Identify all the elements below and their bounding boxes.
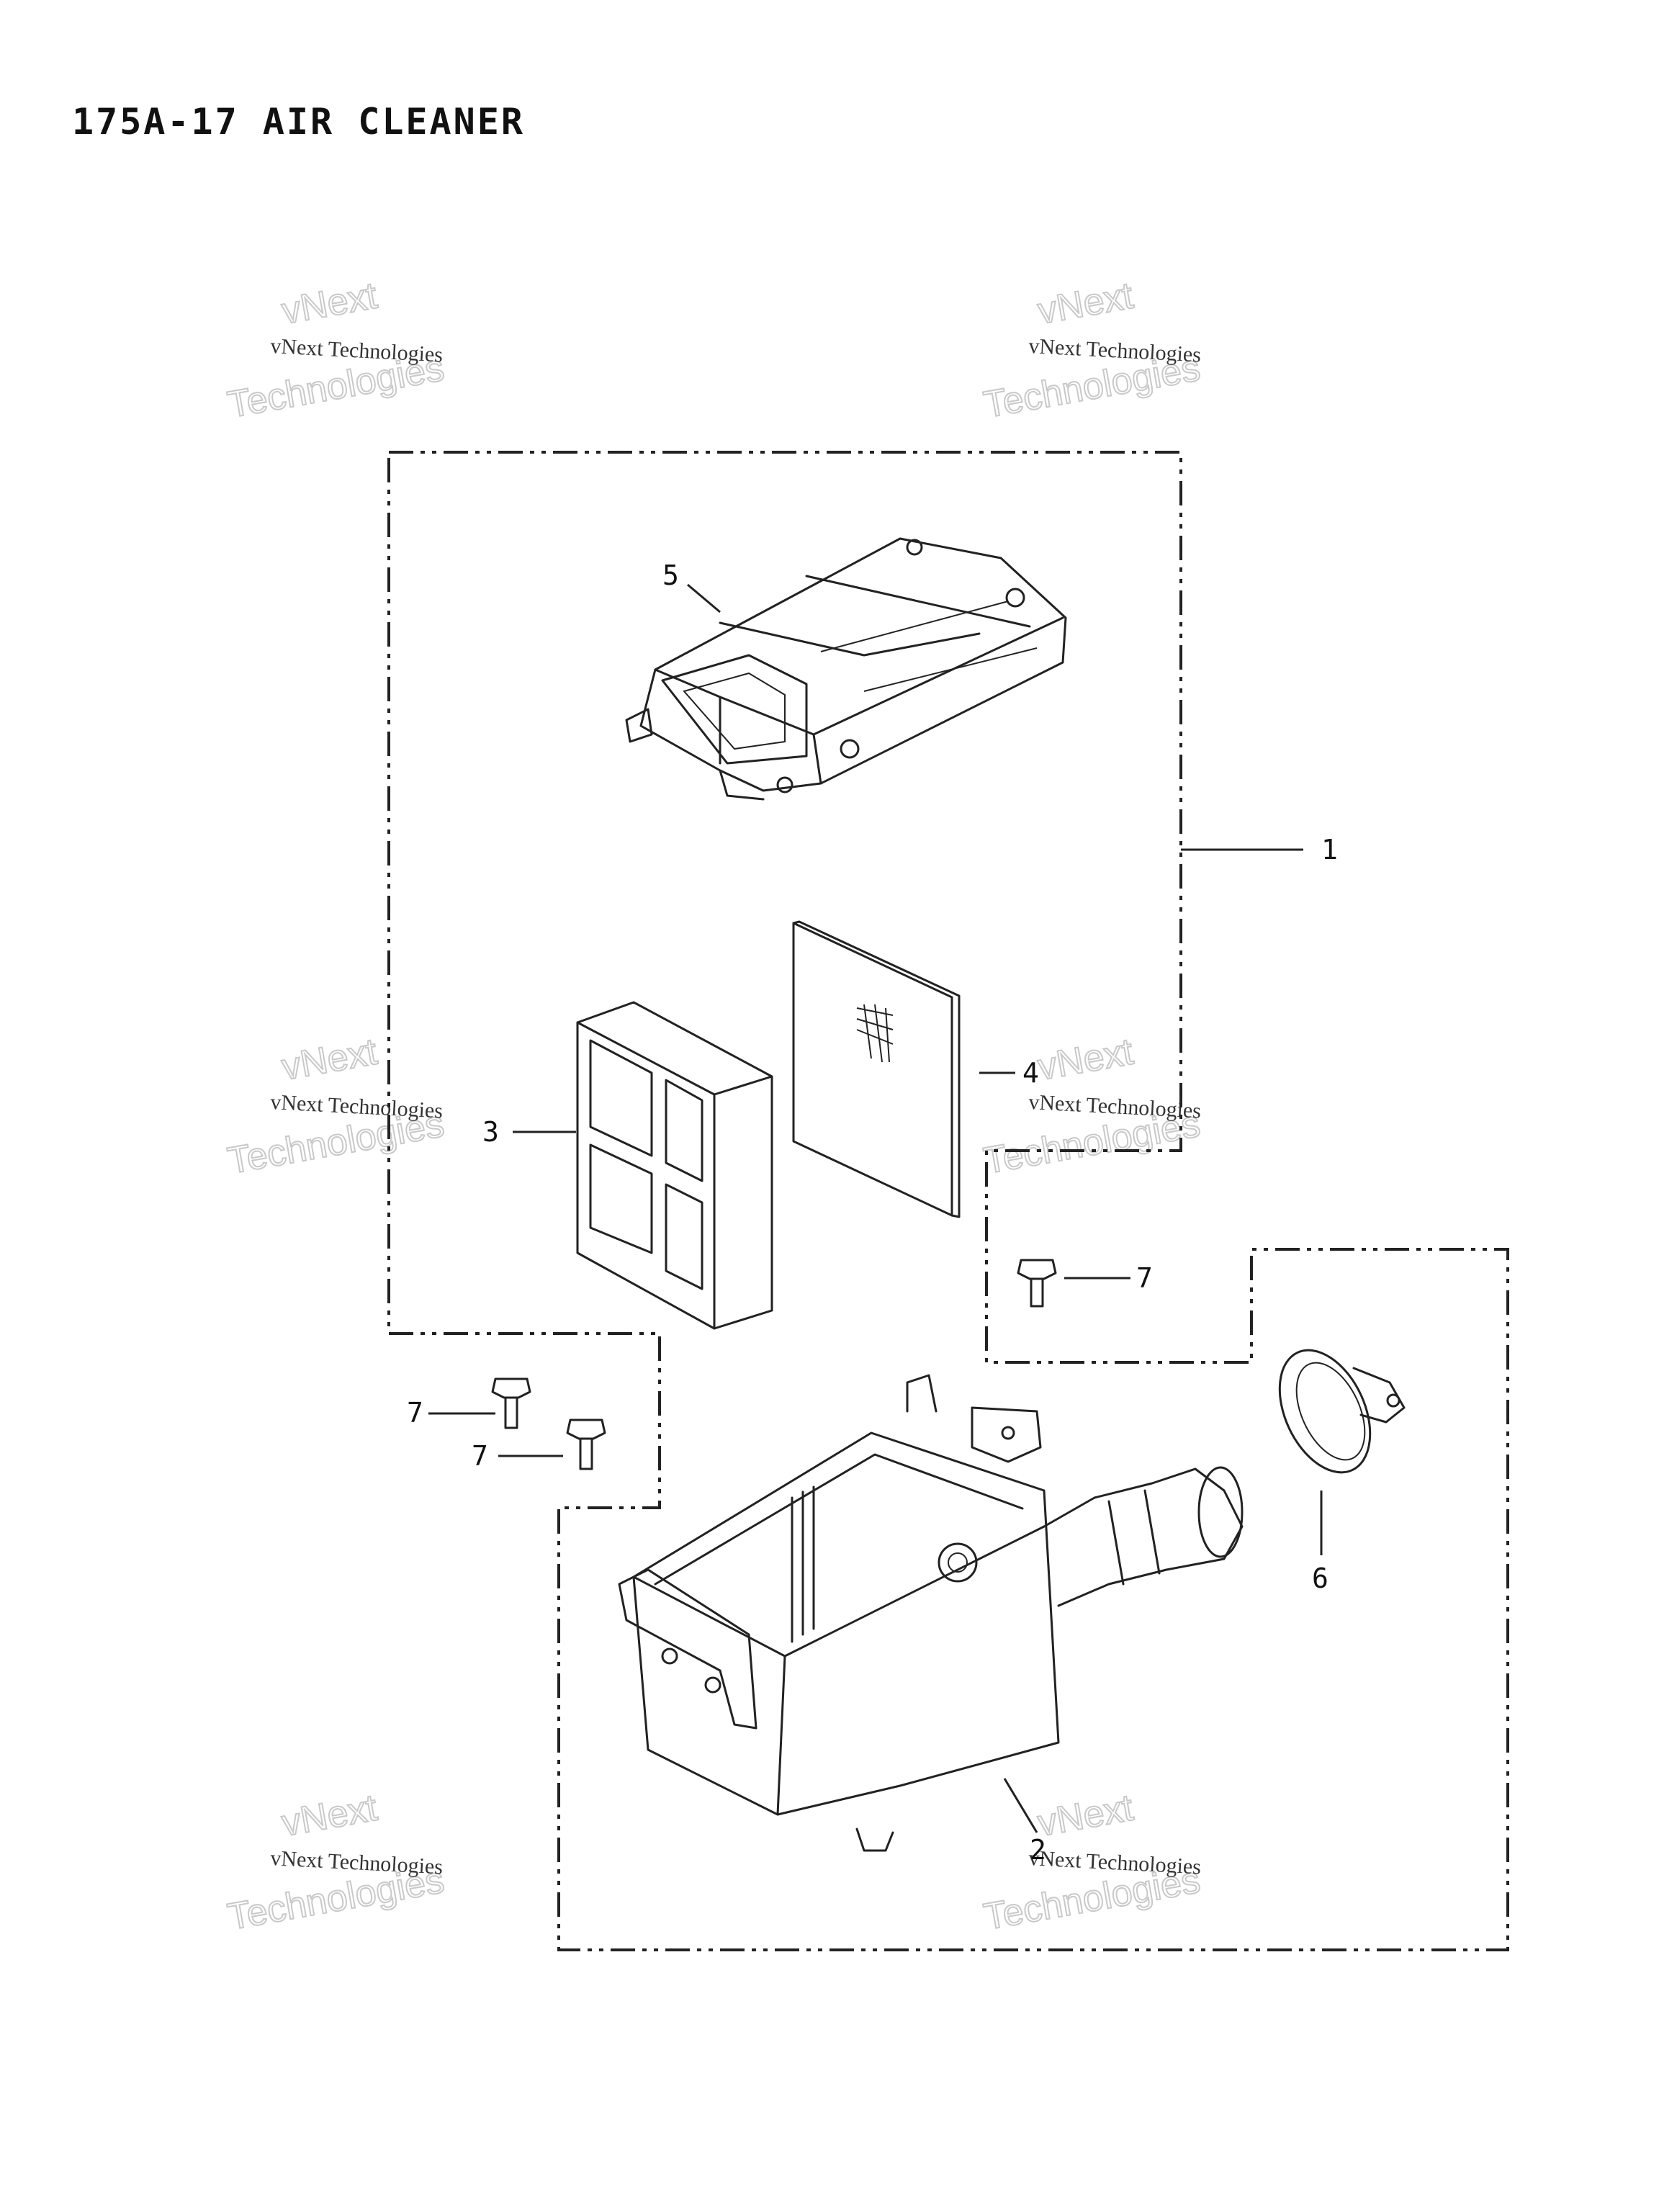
callout-7: 7: [472, 1440, 488, 1472]
upper-cover-part: [625, 537, 1067, 801]
watermark-text: vNext Technologies: [1028, 334, 1202, 367]
watermark-mid-right: vNext Technologies vNext Technologies: [980, 1030, 1204, 1183]
watermark-big-top: vNext: [1035, 275, 1137, 333]
bolt-part: [566, 1419, 606, 1470]
watermark-big-top: vNext: [1035, 1787, 1137, 1845]
watermark-text: vNext Technologies: [1028, 1846, 1202, 1879]
leader-line-5: [687, 583, 721, 613]
watermark-mid-left: vNext Technologies vNext Technologies: [224, 1030, 448, 1183]
lower-housing-part: [618, 1374, 1244, 1852]
callout-3: 3: [482, 1116, 499, 1148]
callout-7: 7: [1136, 1262, 1153, 1294]
watermark-top-left: vNext Technologies vNext Technologies: [224, 274, 448, 427]
filter-element-part: [792, 920, 961, 1218]
framed-filter-part: [576, 1001, 773, 1330]
callout-7: 7: [407, 1397, 423, 1429]
watermark-text: vNext Technologies: [1028, 1090, 1202, 1123]
callout-5: 5: [662, 559, 679, 591]
watermark-big-top: vNext: [279, 1787, 381, 1845]
watermark-top-right: vNext Technologies vNext Technologies: [980, 274, 1204, 427]
callout-6: 6: [1312, 1563, 1328, 1594]
watermark-bottom-right: vNext Technologies vNext Technologies: [980, 1786, 1204, 1939]
bolt-part: [1017, 1259, 1057, 1308]
callout-2: 2: [1030, 1834, 1046, 1866]
watermark-text: vNext Technologies: [270, 1846, 444, 1879]
watermark-text: vNext Technologies: [270, 1090, 444, 1123]
leader-line-2: [1003, 1778, 1038, 1833]
callout-1: 1: [1321, 834, 1338, 866]
page-title: 175A-17 AIR CLEANER: [72, 101, 525, 143]
callout-4: 4: [1022, 1057, 1039, 1089]
watermark-big-top: vNext: [1035, 1031, 1137, 1089]
watermark-big-top: vNext: [279, 275, 381, 333]
hose-clamp-part: [1278, 1349, 1406, 1474]
assembly-boundary-upper: [387, 451, 1509, 1951]
watermark-bottom-left: vNext Technologies vNext Technologies: [224, 1786, 448, 1939]
bolt-part: [491, 1377, 531, 1429]
watermark-big-top: vNext: [279, 1031, 381, 1089]
watermark-text: vNext Technologies: [270, 334, 444, 367]
